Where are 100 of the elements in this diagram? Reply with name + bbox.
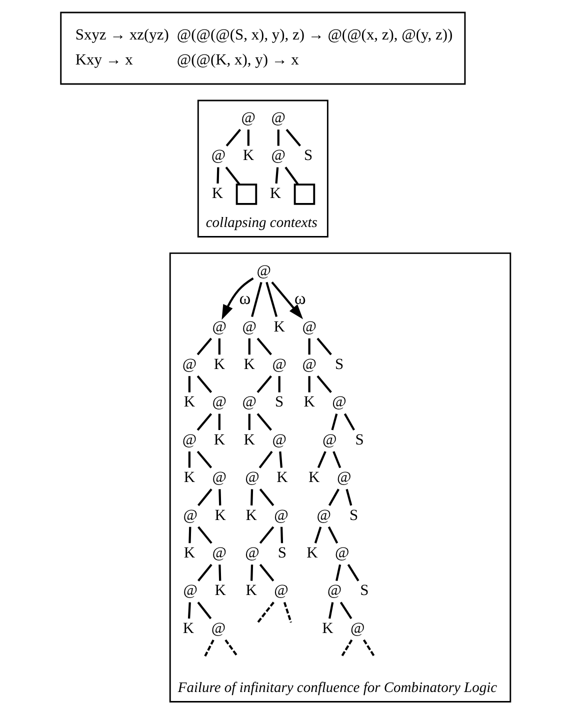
connector — [328, 602, 334, 619]
connector — [308, 338, 310, 355]
connector — [280, 526, 283, 544]
node-text: K — [213, 356, 224, 374]
connector — [250, 489, 253, 506]
connector — [316, 338, 332, 356]
connector — [285, 128, 300, 146]
node-text: K — [213, 431, 224, 448]
connector — [218, 564, 221, 581]
node-text: K — [308, 469, 320, 486]
connector — [332, 451, 341, 468]
node-text: @ — [322, 431, 336, 448]
node-text: S — [274, 394, 284, 411]
connector — [225, 128, 241, 146]
connector — [345, 488, 352, 506]
node-text: K — [276, 469, 288, 486]
connector — [224, 166, 240, 185]
connector — [278, 376, 280, 392]
node-text: @ — [270, 147, 285, 164]
node-text: @ — [302, 318, 316, 336]
connector — [330, 414, 338, 430]
connector — [327, 526, 338, 544]
connector — [188, 452, 190, 468]
connector — [188, 526, 191, 544]
node-text: @ — [316, 506, 330, 524]
connector — [216, 167, 219, 184]
node-text: K — [242, 147, 254, 164]
connector — [258, 488, 274, 506]
node-text: @ — [336, 469, 351, 486]
connector — [258, 450, 272, 468]
node-text: K — [182, 620, 194, 637]
node-text: K — [243, 431, 254, 448]
node-text: S — [277, 544, 286, 562]
connector — [256, 413, 272, 431]
connector — [248, 338, 250, 355]
arrow — [221, 277, 254, 320]
connector — [224, 639, 238, 657]
connector — [218, 338, 220, 355]
node-text: @ — [326, 582, 342, 600]
connector — [316, 375, 332, 393]
node-text: @ — [212, 544, 226, 562]
edge-label: ω — [294, 288, 306, 308]
node-text: @ — [302, 356, 316, 374]
node-text: @ — [332, 394, 346, 411]
connector — [248, 414, 250, 430]
connector — [316, 451, 326, 468]
connector — [314, 526, 322, 544]
connector — [218, 489, 221, 506]
node-text: @ — [210, 147, 226, 164]
node-text: K — [183, 394, 195, 411]
connector — [274, 167, 278, 184]
connector — [284, 166, 298, 185]
node-text: K — [211, 184, 223, 202]
connector — [343, 413, 354, 431]
node-text: @ — [274, 506, 288, 524]
node-text: @ — [182, 582, 198, 600]
node-text: K — [183, 469, 195, 486]
connector — [282, 602, 292, 623]
connector — [196, 602, 212, 620]
connector — [340, 639, 352, 657]
node-text: S — [304, 147, 312, 164]
connector — [346, 564, 359, 582]
node-box — [235, 184, 257, 205]
connector — [196, 375, 212, 393]
connector — [197, 488, 212, 506]
node-text: @ — [182, 356, 196, 374]
node-text: @ — [244, 469, 259, 486]
node-box: Sxyz → xz(yz) @(@(@(S, x), y), z) → @(@(x, z), @(y, z)) Kxy → x @(@(K, x), y) → x — [60, 12, 466, 85]
node-text: K — [306, 544, 318, 562]
connector — [339, 602, 352, 620]
connector — [258, 526, 274, 544]
node-text: @ — [182, 506, 198, 524]
node-text: K — [245, 506, 256, 524]
connector — [256, 602, 274, 624]
node-text: @ — [270, 110, 285, 127]
node-text: @ — [272, 431, 286, 448]
node-text: @ — [212, 469, 226, 486]
connector — [362, 639, 375, 657]
connector — [188, 376, 190, 392]
node-text: @ — [242, 394, 256, 411]
node-text: K — [243, 356, 254, 374]
arrow — [270, 282, 303, 320]
node-text: K — [245, 582, 256, 600]
connector — [265, 282, 278, 318]
connector — [218, 414, 220, 430]
node-text: @ — [244, 544, 259, 562]
connector — [276, 130, 279, 146]
connector — [187, 602, 190, 619]
node-text: @ — [242, 318, 256, 336]
connector — [196, 450, 212, 468]
node-text: @ — [272, 356, 286, 374]
node-text: K — [273, 318, 284, 336]
connector — [196, 413, 212, 431]
connector — [197, 526, 212, 544]
connector — [246, 130, 249, 146]
node-text: @ — [210, 620, 226, 637]
node-text: K — [322, 620, 333, 637]
connector — [250, 282, 262, 317]
connector — [256, 375, 272, 393]
node-text: @ — [256, 262, 270, 280]
